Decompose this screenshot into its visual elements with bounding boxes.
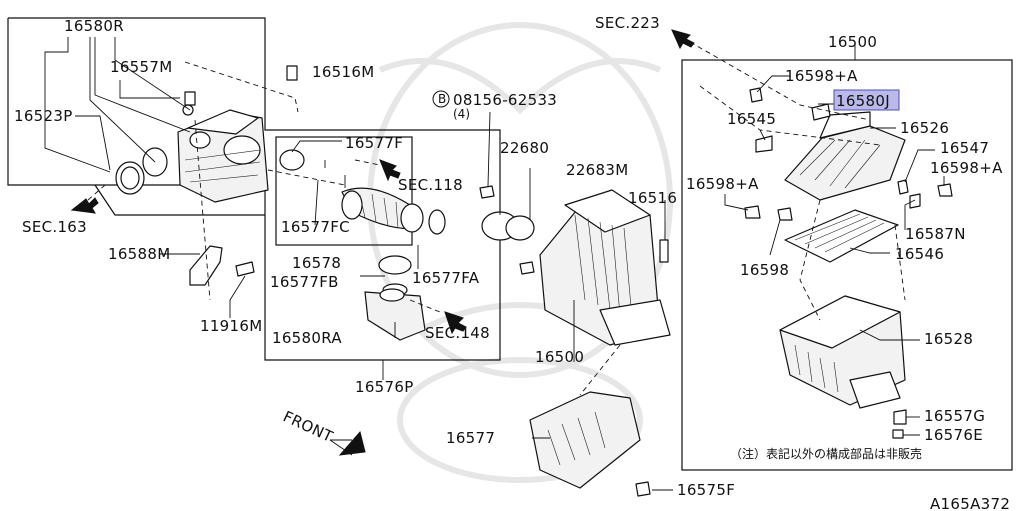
- label-16523P: 16523P: [14, 107, 73, 125]
- label-16580RA: 16580RA: [272, 329, 342, 347]
- duct-16578: [341, 187, 446, 297]
- figure-id: A165A372: [930, 495, 1010, 511]
- reference-dashes: [87, 41, 906, 396]
- label-11916M: 11916M: [200, 317, 262, 335]
- label-16557G: 16557G: [924, 407, 985, 425]
- direction-arrows: [70, 29, 695, 456]
- label-16545: 16545: [727, 110, 776, 128]
- filter-16546: [784, 209, 899, 263]
- right-assembly-frame: [681, 59, 1013, 471]
- label-16587N: 16587N: [905, 225, 966, 243]
- bracket-16588M: [189, 245, 255, 286]
- label-16546: 16546: [895, 245, 944, 263]
- label-sec118: SEC.118: [398, 176, 463, 194]
- label-16557M: 16557M: [110, 58, 172, 76]
- label-sec163: SEC.163: [22, 218, 87, 236]
- small-fasteners-left: [182, 65, 298, 116]
- resonator-16580R: [177, 109, 269, 203]
- left-assembly-frame: [7, 17, 501, 361]
- label-16516: 16516: [628, 189, 677, 207]
- label-16577: 16577: [446, 429, 495, 447]
- label-front: FRONT: [280, 407, 336, 446]
- label-sec223: SEC.223: [595, 14, 660, 32]
- label-22680: 22680: [500, 139, 549, 157]
- label-16588M: 16588M: [108, 245, 170, 263]
- label-16580R: 16580R: [64, 17, 124, 35]
- note-not-for-sale: （注）表記以外の構成部品は非販売: [730, 446, 922, 461]
- label-16580J: 16580J: [836, 92, 890, 110]
- label-16577FC: 16577FC: [281, 218, 350, 236]
- lower-case-16528: [779, 295, 906, 409]
- label-16577FB: 16577FB: [270, 273, 339, 291]
- label-16577F: 16577F: [345, 134, 403, 152]
- label-bolt: 08156-62533: [453, 91, 557, 109]
- bolt-circle-letter: B: [438, 92, 446, 106]
- label-16500-center: 16500: [535, 348, 584, 366]
- label-16598: 16598: [740, 261, 789, 279]
- resonator-16580RA: [364, 288, 426, 341]
- label-16598A-right: 16598+A: [930, 159, 1003, 177]
- part-labels: 16580R 16557M 16516M 16523P 16577F SEC.1…: [14, 14, 1010, 511]
- label-16598A-left: 16598+A: [686, 175, 759, 193]
- label-22683M: 22683M: [566, 161, 628, 179]
- label-16578: 16578: [292, 254, 341, 272]
- label-16528: 16528: [924, 330, 973, 348]
- label-16576P: 16576P: [355, 378, 414, 396]
- label-16516M: 16516M: [312, 63, 374, 81]
- label-16500-box: 16500: [828, 33, 877, 51]
- label-16575F: 16575F: [677, 481, 735, 499]
- leader-lines: [44, 37, 945, 491]
- bolt-circle-symbol: [432, 90, 450, 108]
- label-sec148: SEC.148: [425, 324, 490, 342]
- highlight-16580J: [833, 89, 900, 111]
- label-16526: 16526: [900, 119, 949, 137]
- label-16576E: 16576E: [924, 426, 983, 444]
- label-16598A-top: 16598+A: [785, 67, 858, 85]
- label-16547: 16547: [940, 139, 989, 157]
- air-guide-16577: [529, 391, 651, 497]
- air-cleaner-center: [479, 185, 671, 346]
- label-bolt-qty: (4): [453, 107, 470, 121]
- clips-right: [744, 183, 953, 439]
- clamp-left: [115, 147, 305, 195]
- label-16577FA: 16577FA: [412, 269, 480, 287]
